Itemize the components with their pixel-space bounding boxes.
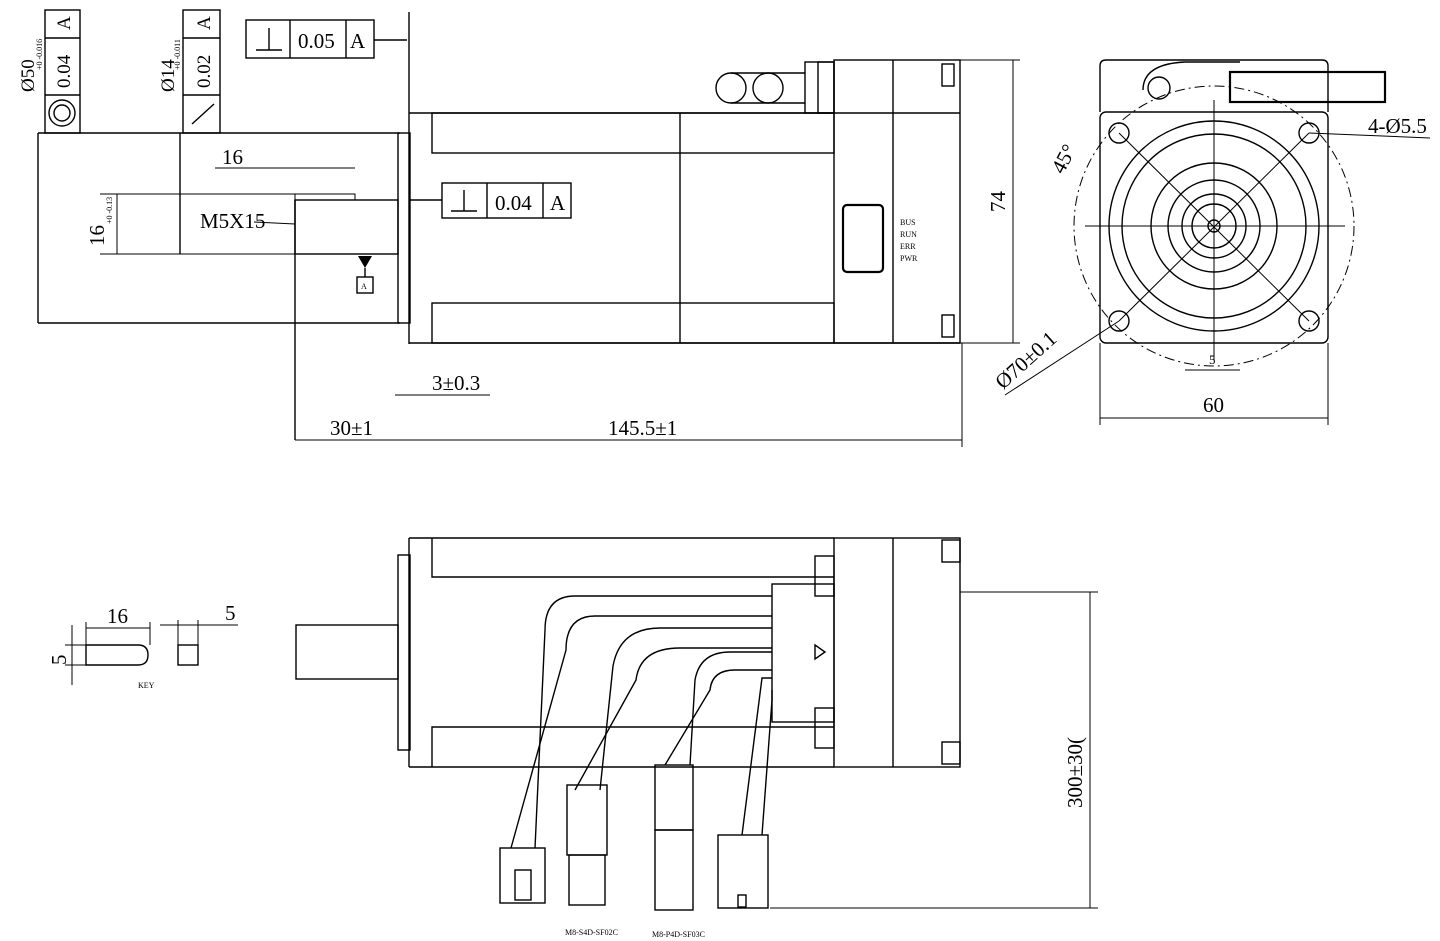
dim-shaft-len: 30±1	[330, 416, 373, 440]
led-bus: BUS	[900, 218, 916, 227]
led-run: RUN	[900, 230, 917, 239]
shaft-dia-label: Ø50	[18, 59, 39, 92]
frame2-ref: A	[194, 16, 215, 30]
led-err: ERR	[900, 242, 916, 251]
key-w: 5	[47, 655, 71, 666]
perp-top-value: 0.05	[298, 29, 335, 53]
side-view-top: BUS RUN ERR PWR	[38, 12, 961, 440]
led-pwr: PWR	[900, 254, 918, 263]
datum-label: A	[361, 282, 367, 291]
tolerance-frames: A 0.04 Ø50 +0 -0.016 A 0.02 Ø14 +0 -0.01…	[18, 9, 572, 323]
perp-mid-ref: A	[550, 191, 566, 215]
dim-body-len: 145.5±1	[608, 416, 677, 440]
dim-60: 60	[1203, 393, 1224, 417]
dim-16: 16	[222, 145, 243, 169]
perp-top-ref: A	[350, 29, 366, 53]
key-sq: 5	[225, 601, 236, 625]
end-view: 4-Ø5.5 45° Ø70±0.1 60 5	[990, 59, 1431, 425]
shaft-dia-tol: +0 -0.016	[35, 39, 44, 70]
perp-mid-value: 0.04	[495, 191, 532, 215]
dim-thread: M5X15	[200, 209, 265, 233]
dim-key5: 5	[1209, 352, 1216, 367]
shaft14-label: Ø14	[158, 59, 179, 92]
key-label: KEY	[138, 681, 155, 690]
shaft14-tol: +0 -0.011	[173, 39, 182, 70]
top-dimensions: 16 16 +0 -0.13 M5X15 3±0.3 30±1 145.5±1 …	[85, 59, 1020, 447]
runout-value: 0.02	[194, 55, 215, 88]
connector-label-1: M8-S4D-SF02C	[565, 928, 618, 937]
dim-angle: 45°	[1046, 140, 1081, 177]
concentricity-value: 0.04	[54, 54, 75, 88]
dim-key-h: 16	[85, 225, 109, 246]
dim-holes: 4-Ø5.5	[1368, 114, 1427, 138]
dim-flange: 3±0.3	[432, 371, 480, 395]
connector-label-2: M8-P4D-SF03C	[652, 930, 705, 939]
bottom-view: M8-S4D-SF02C M8-P4D-SF03C 300±30(	[295, 537, 1098, 939]
dim-74: 74	[986, 191, 1010, 213]
key-detail: 16 5 5 KEY	[47, 601, 238, 690]
dim-key-h-tol: +0 -0.13	[105, 197, 114, 224]
frame1-ref: A	[54, 16, 75, 30]
dim-pcd: Ø70±0.1	[990, 326, 1061, 393]
key-len: 16	[107, 604, 128, 628]
dim-cable-len: 300±30(	[1063, 737, 1087, 808]
